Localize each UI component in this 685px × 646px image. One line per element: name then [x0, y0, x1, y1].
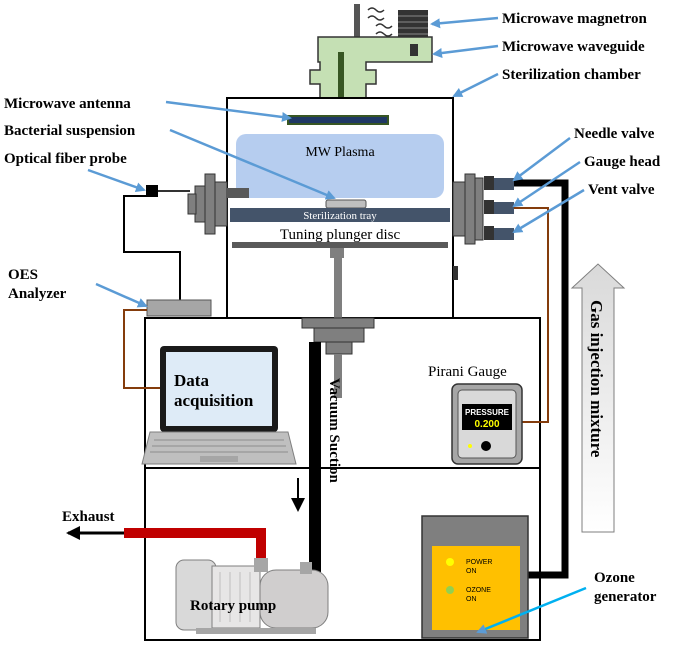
right-flange — [452, 173, 484, 245]
pressure-value: 0.200 — [474, 419, 499, 430]
needle-valve — [484, 176, 514, 190]
left-flange — [187, 173, 249, 235]
ozone-generator-label-1: Ozone — [594, 570, 635, 586]
oes-analyzer-label-2: Analyzer — [8, 286, 67, 302]
optical-fiber-probe — [146, 185, 158, 197]
vacuum-stem — [334, 354, 342, 398]
exhaust-label: Exhaust — [62, 509, 115, 525]
gas-injection-arrow — [570, 263, 626, 533]
ozone-on-label-2: ON — [466, 596, 477, 603]
optical-fiber-probe-label: Optical fiber probe — [4, 151, 127, 167]
data-acquisition-label-1: Data — [174, 371, 209, 390]
vacuum-flange-low — [325, 341, 353, 355]
vacuum-flange-top — [301, 317, 375, 329]
microwave-antenna-label: Microwave antenna — [4, 96, 131, 112]
tuning-plunger-disc-label: Tuning plunger disc — [280, 227, 401, 243]
microwave-waveguide-label: Microwave waveguide — [502, 39, 645, 55]
tuning-plunger-disc — [232, 242, 448, 248]
pirani-knob-icon — [481, 441, 491, 451]
pirani-gauge — [451, 383, 523, 465]
vent-valve — [484, 226, 514, 240]
vacuum-suction-pipe — [309, 342, 321, 572]
ozone-indicator-icon — [446, 586, 454, 594]
microwave-antenna — [287, 115, 389, 125]
gauge-cable — [514, 207, 549, 423]
vent-valve-label: Vent valve — [588, 182, 655, 198]
waveguide-port — [410, 44, 418, 56]
ozone-generator-label-2: generator — [594, 589, 657, 605]
sterilization-chamber-label: Sterilization chamber — [502, 67, 641, 83]
gauge-head-label: Gauge head — [584, 154, 661, 170]
oes-analyzer-label-1: OES — [8, 267, 38, 283]
power-on-label-2: ON — [466, 568, 477, 575]
power-indicator-icon — [446, 558, 454, 566]
plunger-rod-upper — [330, 248, 344, 258]
callout-arrows — [87, 16, 585, 308]
microwave-magnetron-label: Microwave magnetron — [502, 11, 647, 27]
chamber-side-knob — [453, 266, 458, 280]
bacterial-suspension-label: Bacterial suspension — [4, 123, 136, 139]
oes-analyzer — [146, 299, 212, 317]
gauge-head — [484, 200, 514, 214]
antenna-rod — [338, 52, 344, 118]
fiber-cable — [123, 195, 181, 300]
ozone-on-label-1: OZONE — [466, 587, 491, 594]
mw-plasma-label: MW Plasma — [305, 145, 375, 160]
pressure-label: PRESSURE — [465, 408, 510, 417]
magnetron-stem — [354, 4, 360, 38]
plunger-rod — [334, 258, 342, 320]
needle-valve-label: Needle valve — [574, 126, 655, 142]
lower-cabinet-frame — [144, 467, 541, 641]
rotary-pump-label: Rotary pump — [190, 598, 276, 614]
gas-supply-line — [514, 179, 569, 579]
ozone-generator — [421, 515, 529, 639]
bacterial-suspension-sample — [325, 199, 367, 209]
sterilization-tray — [230, 208, 450, 222]
laptop — [141, 346, 297, 465]
mw-plasma-region — [236, 134, 444, 198]
rotary-pump — [175, 558, 329, 634]
gas-injection-label: Gas injection mixture — [587, 300, 606, 458]
ozone-callout-arrow — [476, 586, 587, 634]
exhaust-pipe — [124, 528, 266, 560]
pirani-gauge-label: Pirani Gauge — [428, 364, 507, 380]
data-acquisition-label-2: acquisition — [174, 391, 254, 410]
magnetron-box — [398, 10, 428, 40]
oes-cable — [123, 309, 162, 389]
power-on-label-1: POWER — [466, 559, 492, 566]
vacuum-suction-label: Vacuum Suction — [326, 378, 342, 484]
sterilization-tray-label: Sterilization tray — [303, 210, 377, 222]
vacuum-flange-mid — [313, 327, 365, 343]
microwave-wave-icon — [367, 7, 393, 37]
